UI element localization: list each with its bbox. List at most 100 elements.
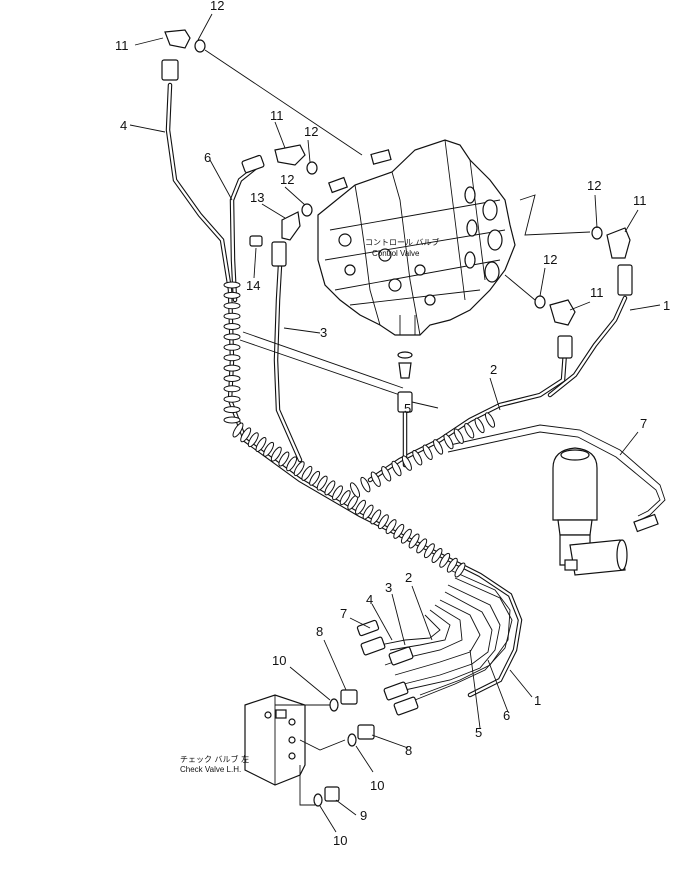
- wrap-coil-segment: [332, 485, 343, 501]
- wrap-coil-segment: [316, 475, 328, 491]
- wrap-coil-segment: [223, 343, 241, 351]
- wrap-coil-segment: [422, 444, 433, 461]
- wrap-coil-segment: [355, 499, 366, 515]
- wrap-coil-segment: [474, 417, 485, 434]
- check-valve-label-jp: チェック バルブ 左: [180, 754, 249, 764]
- wrap-coil-segment: [270, 446, 282, 462]
- wrap-coil-segment: [393, 523, 405, 539]
- wrap-coil-segment: [223, 416, 241, 424]
- wrap-coil-segment: [223, 302, 241, 310]
- fittings: [161, 29, 633, 807]
- wrap-coil-segment: [324, 480, 336, 496]
- callout-14: 14: [246, 278, 260, 293]
- wrap-coil-segment: [433, 439, 444, 455]
- wrap-coil-segment: [255, 437, 267, 452]
- wrap-coil-segment: [232, 422, 244, 438]
- callout-4: 4: [120, 118, 127, 133]
- wrap-coil-segment: [247, 432, 259, 448]
- callout-5: 5: [404, 401, 411, 416]
- callout-1: 1: [663, 298, 670, 313]
- wrap-coil-segment: [360, 476, 371, 493]
- callout-8: 8: [405, 743, 412, 758]
- wrap-coil-segment: [223, 333, 241, 341]
- wrap-coil-segment: [377, 514, 389, 530]
- callout-12: 12: [543, 252, 557, 267]
- wrap-coil-segment: [453, 428, 464, 444]
- wrap-coil-segment: [293, 461, 305, 477]
- wrap-coil-segment: [263, 441, 275, 457]
- wrap-coil-segment: [439, 552, 451, 568]
- callout-12: 12: [210, 0, 224, 13]
- callout-11: 11: [270, 108, 284, 123]
- spiral-wrap-guard: [223, 281, 496, 578]
- callout-10: 10: [370, 778, 384, 793]
- hose-bundle: [165, 82, 666, 701]
- wrap-coil-segment: [301, 465, 313, 481]
- control-valve-label-jp: コントロール バルブ: [365, 237, 440, 247]
- callout-9: 9: [360, 808, 367, 823]
- wrap-coil-segment: [349, 482, 361, 498]
- callout-12: 12: [304, 124, 318, 139]
- tube-lines: [204, 49, 591, 301]
- callout-12: 12: [280, 172, 294, 187]
- callout-4: 4: [366, 592, 373, 607]
- wrap-coil-segment: [412, 449, 423, 466]
- wrap-coil-segment: [400, 528, 412, 544]
- callout-1: 1: [534, 693, 541, 708]
- callout-2: 2: [490, 362, 497, 377]
- callout-10: 10: [333, 833, 347, 848]
- wrap-coil-segment: [223, 323, 241, 330]
- wrap-coil-segment: [454, 562, 466, 578]
- callout-2: 2: [405, 570, 412, 585]
- control-valve-label-en: Control Valve: [372, 249, 420, 258]
- callout-12: 12: [587, 178, 601, 193]
- wrap-coil-segment: [381, 466, 392, 482]
- wrap-coil-segment: [370, 509, 382, 525]
- check-valve-label-en: Check Valve L.H.: [180, 765, 241, 774]
- callout-11: 11: [115, 38, 129, 53]
- callout-13: 13: [250, 190, 264, 205]
- o-ring-12-a: [194, 39, 206, 53]
- callout-11: 11: [590, 285, 604, 300]
- callout-8: 8: [316, 624, 323, 639]
- wrap-coil-segment: [223, 291, 241, 299]
- callout-7: 7: [640, 416, 647, 431]
- callout-6: 6: [503, 708, 510, 723]
- wrap-coil-segment: [223, 281, 241, 289]
- control-valve-body: コントロール バルブ Control Valve: [317, 139, 516, 336]
- callout-3: 3: [320, 325, 327, 340]
- check-valve-lh: チェック バルブ 左 Check Valve L.H.: [180, 694, 346, 806]
- wrap-coil-segment: [286, 456, 298, 472]
- wrap-coil-segment: [423, 543, 435, 559]
- callout-5: 5: [475, 725, 482, 740]
- wrap-coil-segment: [401, 455, 412, 471]
- wrap-coil-segment: [339, 490, 351, 506]
- wrap-coil-segment: [223, 406, 241, 414]
- wrap-coil-segment: [362, 504, 374, 520]
- line-filter: [552, 447, 659, 576]
- callout-7: 7: [340, 606, 347, 621]
- callout-6: 6: [204, 150, 211, 165]
- leader-lines: [129, 13, 661, 833]
- wrap-coil-segment: [443, 433, 454, 450]
- wrap-coil-segment: [240, 427, 252, 443]
- wrap-coil-segment: [370, 471, 381, 487]
- wrap-coil-segment: [309, 470, 321, 486]
- wrap-coil-segment: [223, 364, 241, 372]
- valve-bottom-fitting: [397, 351, 413, 379]
- callout-11: 11: [633, 193, 647, 208]
- wrap-coil-segment: [416, 538, 428, 554]
- wrap-coil-segment: [385, 519, 397, 535]
- wrap-coil-segment: [391, 460, 402, 477]
- wrap-coil-segment: [223, 385, 241, 393]
- wrap-coil-segment: [408, 533, 420, 549]
- wrap-coil-segment: [278, 451, 290, 467]
- wrap-coil-segment: [431, 548, 443, 563]
- wrap-coil-segment: [446, 557, 458, 573]
- wrap-coil-segment: [484, 412, 496, 428]
- wrap-coil-segment: [223, 395, 241, 403]
- callout-3: 3: [385, 580, 392, 595]
